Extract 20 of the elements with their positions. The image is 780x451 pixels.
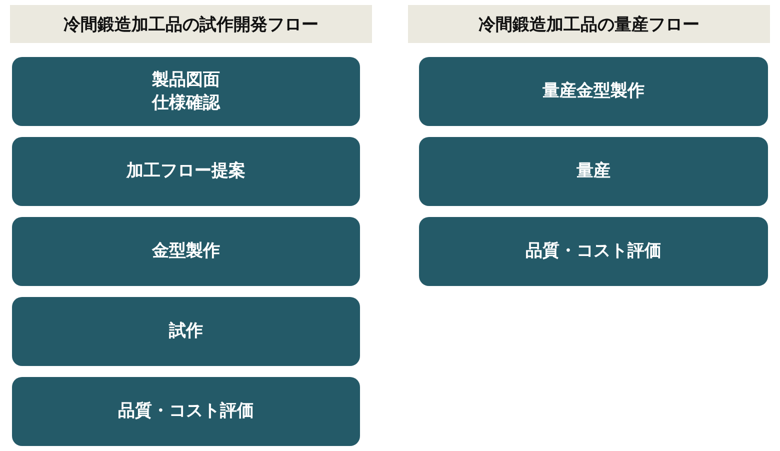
- process-box: [419, 57, 768, 126]
- step-label: 試作: [169, 320, 203, 343]
- process-box: [12, 297, 360, 366]
- process-box: [12, 137, 360, 206]
- heading-text: 冷間鍛造加工品の量産フロー: [478, 14, 700, 36]
- step-label: 品質・コスト評価: [526, 240, 662, 263]
- process-box: [419, 217, 768, 286]
- heading-band: [10, 5, 372, 43]
- process-box: [12, 217, 360, 286]
- step-label: 品質・コスト評価: [118, 400, 254, 423]
- step-label: 加工フロー提案: [126, 160, 246, 183]
- step-label: 量産金型製作: [542, 80, 644, 103]
- process-box: [12, 377, 360, 446]
- heading-text: 冷間鍛造加工品の試作開発フロー: [64, 14, 318, 36]
- heading-band: [408, 5, 770, 43]
- step-label: 金型製作: [152, 240, 220, 263]
- step-label: 量産: [576, 160, 610, 183]
- process-box: [12, 57, 360, 126]
- step-label: 製品図面仕様確認: [150, 68, 222, 114]
- process-box: [419, 137, 768, 206]
